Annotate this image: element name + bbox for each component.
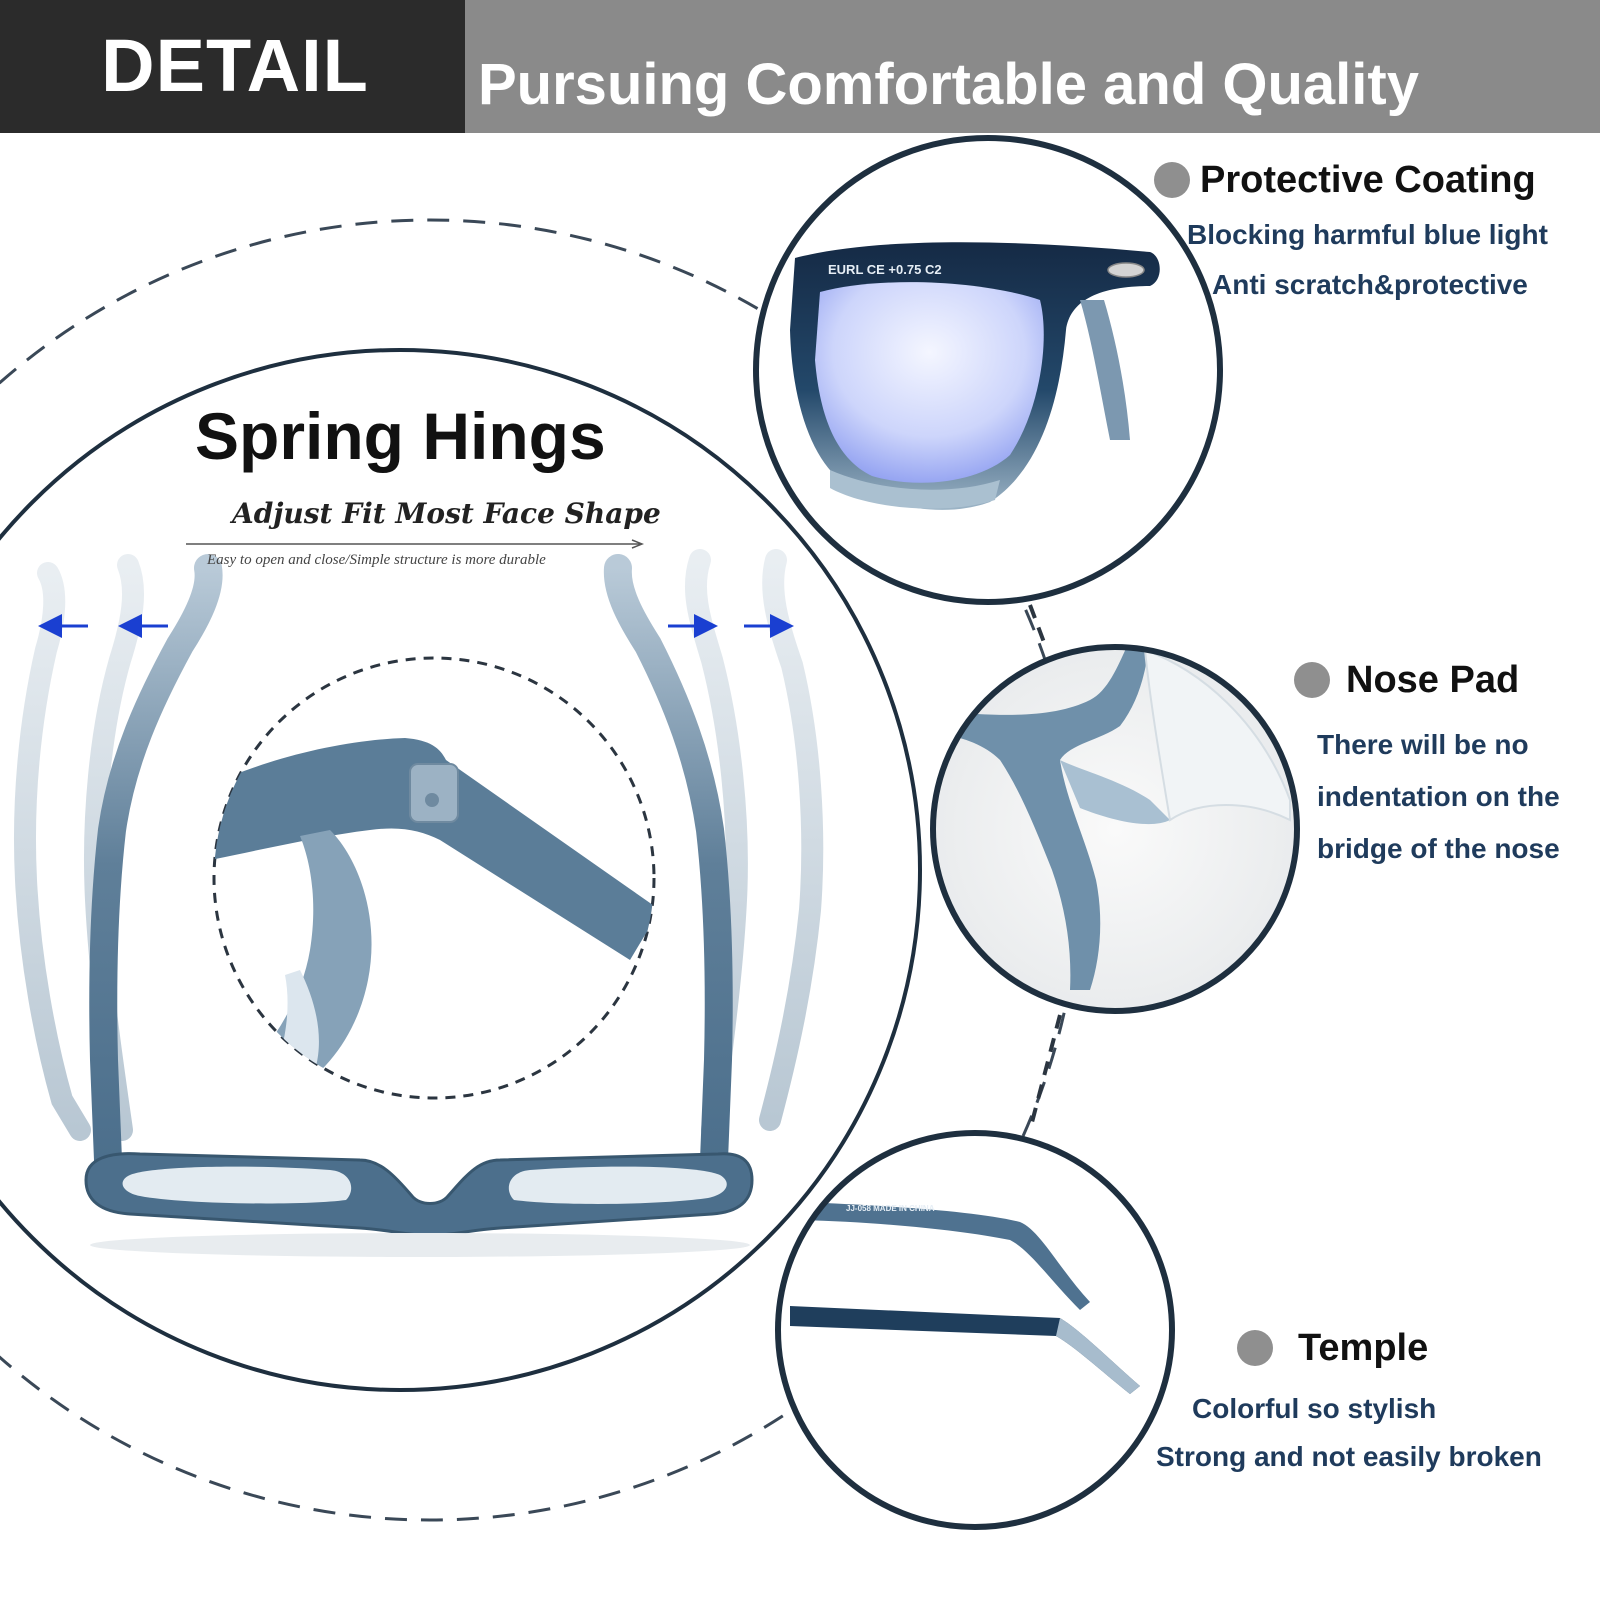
bullet-icon [1237, 1330, 1273, 1366]
feature-line: Blocking harmful blue light [1187, 219, 1548, 250]
protective-coating-photo [790, 242, 1160, 510]
glasses-front-view [13, 539, 824, 1257]
nose-pad-photo [933, 647, 1291, 990]
feature-line: Anti scratch&protective [1212, 269, 1528, 300]
spring-hinge-note: Easy to open and close/Simple structure … [207, 552, 546, 568]
spring-hinge-subtitle: Adjust Fit Most Face Shape [232, 497, 661, 530]
feature-line: bridge of the nose [1317, 833, 1560, 864]
feature-title-nose-pad: Nose Pad [1346, 659, 1520, 701]
feature-title-temple: Temple [1298, 1327, 1429, 1369]
main-circle-outline [0, 348, 922, 1392]
bullet-icon [1294, 662, 1330, 698]
feature-line: Colorful so stylish [1192, 1393, 1437, 1424]
protective-coating-circle [753, 135, 1223, 605]
header-dark-block [0, 0, 465, 133]
temple-photo [790, 1202, 1140, 1394]
bullet-icon [1154, 162, 1190, 198]
temple-marking: JJ-058 MADE IN CHINA [846, 1204, 935, 1213]
feature-line: Strong and not easily broken [1156, 1441, 1542, 1472]
nose-pad-circle [930, 644, 1300, 1014]
feature-title-protective-coating: Protective Coating [1200, 159, 1536, 201]
temple-circle [775, 1130, 1175, 1530]
detail-title: DETAIL [101, 24, 369, 107]
header-subtitle: Pursuing Comfortable and Quality [478, 52, 1419, 117]
lens-marking: EURL CE +0.75 C2 [828, 262, 942, 277]
spring-hinge-title: Spring Hings [195, 399, 606, 473]
feature-line: There will be no [1317, 729, 1529, 760]
feature-line: indentation on the [1317, 781, 1560, 812]
header-gray-block [465, 0, 1600, 133]
